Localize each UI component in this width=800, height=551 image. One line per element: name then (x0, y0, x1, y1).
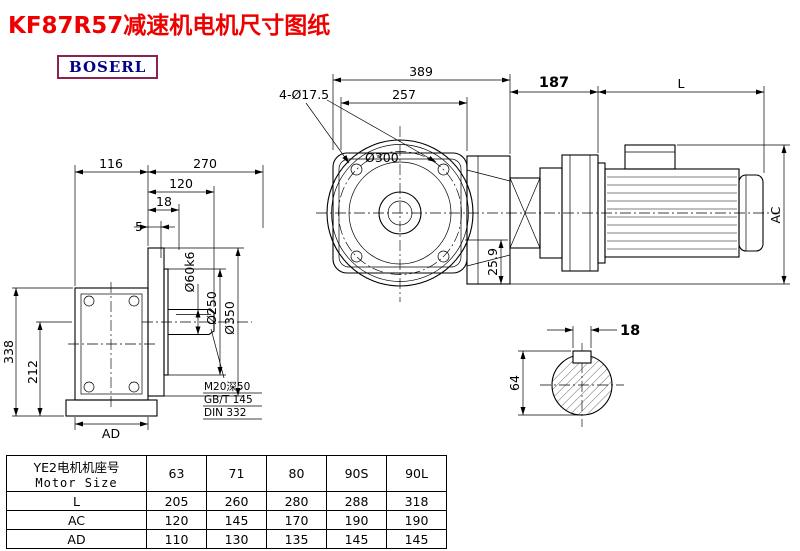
dim-shaft-length: 120 (169, 176, 193, 191)
front-view: 389 257 4-Ø17.5 Ø300 25.9 (279, 64, 511, 287)
note-standard-din: DIN 332 (204, 407, 246, 419)
shaft-section-view: 18 64 (507, 323, 640, 427)
centerlines (316, 126, 780, 302)
label-bolt-holes: 4-Ø17.5 (279, 87, 329, 102)
cell-L-71: 260 (206, 491, 267, 511)
dim-total-height: 338 (1, 340, 16, 364)
dim-flange-width: 257 (392, 87, 416, 102)
dim-motor-height: AC (768, 206, 783, 223)
row-label-L: L (6, 491, 147, 511)
dim-key-width: 18 (620, 323, 640, 339)
cell-L-90l: 318 (386, 491, 447, 511)
cell-AC-71: 145 (206, 510, 267, 530)
dim-ad: AD (102, 426, 120, 441)
table-row-AD: AD 110 130 135 145 145 (6, 529, 447, 549)
cell-AC-80: 170 (266, 510, 327, 530)
cell-AD-63: 110 (146, 529, 207, 549)
motor-size-header-en: Motor Size (35, 476, 118, 490)
table-row-L: L 205 260 280 288 318 (6, 491, 447, 511)
label-shaft-dia: Ø60k6 (182, 251, 197, 292)
dim-key-length: 18 (156, 194, 172, 209)
size-col-90s: 90S (326, 455, 387, 492)
table-row-AC: AC 120 145 170 190 190 (6, 510, 447, 530)
dim-shaft-key-height: 64 (507, 375, 522, 391)
cell-AD-80: 135 (266, 529, 327, 549)
size-col-90l: 90L (386, 455, 447, 492)
motor-side-view: 187 L AC (466, 75, 790, 285)
row-label-AD: AD (6, 529, 147, 549)
motor-size-header: YE2电机机座号 Motor Size (6, 455, 147, 492)
row-label-AC: AC (6, 510, 147, 530)
dim-adapter-length: 187 (539, 75, 569, 91)
size-col-71: 71 (206, 455, 267, 492)
motor-size-header-cn: YE2电机机座号 (33, 460, 120, 475)
dim-center-height: 212 (25, 360, 40, 384)
note-tap: M20深50 (204, 381, 250, 393)
cell-AD-90s: 145 (326, 529, 387, 549)
cell-AC-63: 120 (146, 510, 207, 530)
dim-housing-depth: 116 (99, 156, 123, 171)
dim-offset: 25.9 (485, 248, 500, 276)
left-side-view: 116 270 120 18 5 Ø60k6 Ø250 Ø350 338 (1, 156, 264, 441)
brand-logo: BOSERL (57, 55, 159, 79)
cell-L-63: 205 (146, 491, 207, 511)
note-standard-gbt: GB/T 145 (204, 394, 253, 406)
cell-AC-90l: 190 (386, 510, 447, 530)
dim-total-width: 389 (409, 64, 433, 79)
dim-step: 5 (135, 219, 143, 234)
cell-L-90s: 288 (326, 491, 387, 511)
label-spigot-dia: Ø250 (204, 291, 219, 325)
dim-motor-length: L (678, 76, 685, 91)
dimension-table: YE2电机机座号 Motor Size 63 71 80 90S 90L L 2… (6, 455, 447, 549)
dim-total-depth: 270 (193, 156, 217, 171)
size-col-80: 80 (266, 455, 327, 492)
cell-AD-71: 130 (206, 529, 267, 549)
label-output-flange-dia: Ø350 (222, 301, 237, 335)
page-title: KF87R57减速机电机尺寸图纸 (8, 13, 331, 39)
label-flange-dia-300: Ø300 (365, 150, 399, 165)
size-col-63: 63 (146, 455, 207, 492)
cell-AD-90l: 145 (386, 529, 447, 549)
cell-AC-90s: 190 (326, 510, 387, 530)
cell-L-80: 280 (266, 491, 327, 511)
